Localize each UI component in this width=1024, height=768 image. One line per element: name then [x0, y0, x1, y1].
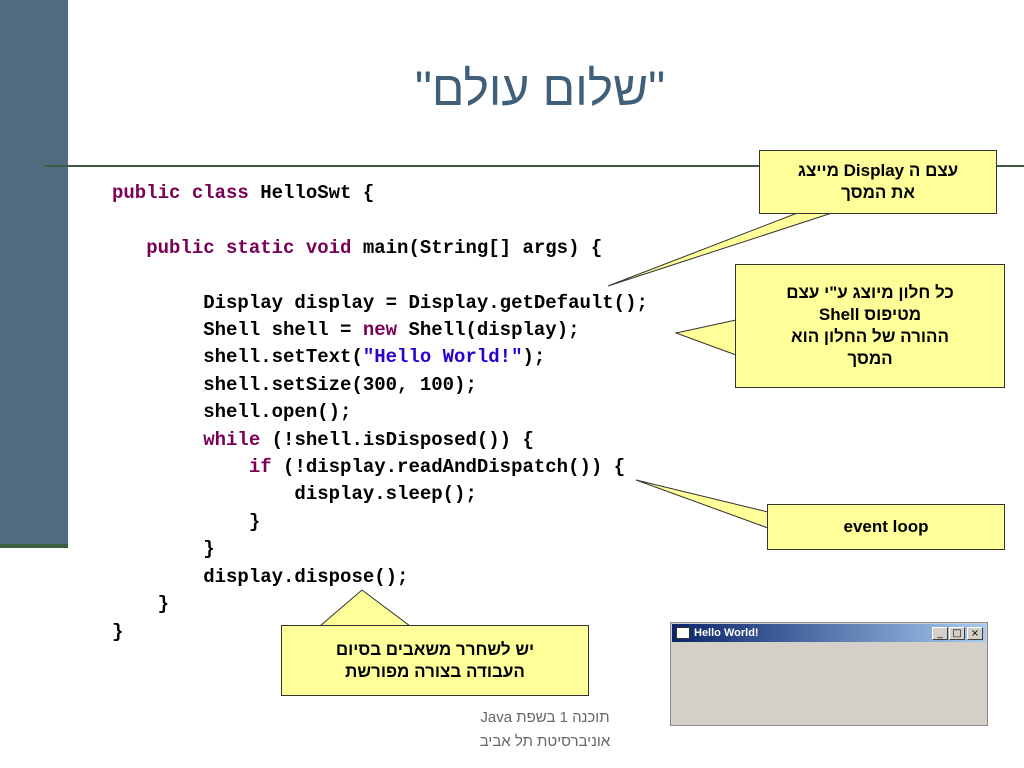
shell-callout-line3: ההורה של החלון הוא: [790, 327, 950, 346]
shell-callout-line4: המסך: [847, 349, 893, 368]
window-title: Hello World!: [694, 627, 759, 639]
dispose-callout: יש לשחרר משאבים בסיום העבודה בצורה מפורש…: [281, 625, 589, 696]
dispose-callout-line1: יש לשחרר משאבים בסיום: [335, 639, 535, 659]
code-text: }: [112, 538, 215, 561]
code-line: display.dispose();: [112, 566, 408, 588]
code-line: display.sleep();: [112, 483, 477, 506]
shell-callout-line2: מטיפוס Shell: [818, 305, 922, 324]
code-keyword: new: [362, 319, 398, 342]
code-text: shell.setText(: [112, 346, 363, 369]
code-text: [112, 456, 249, 478]
left-accent-bar: [0, 0, 68, 548]
code-text: main(String[] args) {: [351, 236, 603, 259]
code-text: );: [522, 346, 546, 369]
code-keyword: public static void: [146, 236, 352, 259]
close-icon[interactable]: ×: [967, 627, 983, 640]
maximize-icon[interactable]: □: [949, 627, 965, 640]
event-loop-callout-pointer: [635, 479, 769, 529]
code-line: }: [112, 593, 169, 615]
code-line: Shell shell = new Shell(display);: [112, 319, 580, 342]
code-text: }: [112, 620, 124, 643]
display-callout: עצם ה Display מייצג את המסך: [759, 150, 997, 214]
code-line: shell.setText("Hello World!");: [112, 346, 545, 368]
window-title-bar: Hello World! _ □ ×: [672, 624, 986, 642]
code-text: [112, 237, 146, 259]
left-accent-bar-edge: [0, 544, 68, 548]
code-text: display.sleep();: [112, 483, 477, 506]
event-loop-callout: event loop: [767, 504, 1005, 550]
title-divider: [44, 165, 1024, 167]
minimize-icon[interactable]: _: [932, 627, 948, 640]
code-text: [112, 429, 203, 451]
code-line: shell.setSize(300, 100);: [112, 374, 477, 396]
hello-world-window-preview: Hello World! _ □ ×: [670, 622, 988, 726]
code-keyword: while: [203, 428, 261, 451]
slide-footer: תוכנה 1 בשפת Java אוניברסיטת תל אביב: [440, 706, 650, 754]
code-line: }: [112, 511, 260, 533]
code-text: HelloSwt {: [248, 182, 375, 204]
code-keyword: if: [248, 456, 272, 479]
code-line: shell.open();: [112, 401, 351, 423]
footer-course-name: תוכנה 1 בשפת Java: [480, 709, 610, 726]
window-app-icon: [676, 627, 690, 639]
code-text: shell.open();: [112, 401, 352, 424]
dispose-callout-line2: העבודה בצורה מפורשת: [345, 661, 525, 681]
code-text: Display display = Display.getDefault();: [112, 291, 648, 314]
code-keyword: public class: [112, 182, 249, 204]
code-line: while (!shell.isDisposed()) {: [112, 429, 534, 451]
display-callout-line2: את המסך: [841, 183, 915, 202]
code-text: shell.setSize(300, 100);: [112, 373, 477, 396]
code-line: }: [112, 621, 123, 643]
code-text: }: [112, 593, 170, 616]
event-loop-callout-text: event loop: [843, 517, 929, 536]
shell-callout-pointer: [674, 319, 737, 356]
code-line: public class HelloSwt {: [112, 182, 374, 204]
code-line: if (!display.readAndDispatch()) {: [112, 456, 625, 478]
code-text: Shell(display);: [397, 319, 580, 342]
display-callout-line1: עצם ה Display מייצג: [797, 161, 959, 180]
code-block: public class HelloSwt { public static vo…: [112, 180, 648, 646]
code-text: (!shell.isDisposed()) {: [260, 428, 534, 451]
slide-title: "שלום עולם": [414, 63, 666, 116]
code-line: Display display = Display.getDefault();: [112, 292, 648, 314]
code-text: (!display.readAndDispatch()) {: [271, 456, 626, 479]
code-string: "Hello World!": [362, 346, 523, 369]
footer-university: אוניברסיטת תל אביב: [479, 733, 611, 750]
code-text: Shell shell =: [112, 319, 363, 342]
shell-callout-line1: כל חלון מיוצג ע"י עצם: [786, 283, 954, 302]
code-text: display.dispose();: [112, 565, 409, 588]
code-line: public static void main(String[] args) {: [112, 237, 602, 259]
shell-callout: כל חלון מיוצג ע"י עצם מטיפוס Shell ההורה…: [735, 264, 1005, 388]
code-line: }: [112, 538, 215, 561]
code-text: }: [112, 510, 261, 533]
